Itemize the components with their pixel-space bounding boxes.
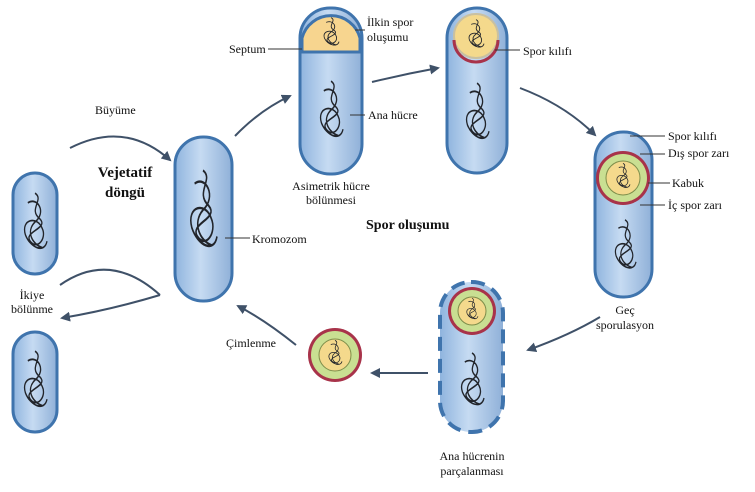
label-ana-hucre: Ana hücre bbox=[368, 108, 418, 122]
engulfment-cell bbox=[447, 8, 520, 173]
asymmetric-division-cell bbox=[268, 8, 365, 174]
label-gec-2: sporulasyon bbox=[585, 318, 665, 332]
label-asimetrik-1: Asimetrik hücre bbox=[271, 179, 391, 193]
label-asimetrik-2: bölünmesi bbox=[271, 193, 391, 207]
label-parcalanma-2: parçalanması bbox=[420, 464, 524, 478]
vegetative-cell-main bbox=[175, 137, 250, 301]
label-ilkin-2: oluşumu bbox=[367, 30, 408, 44]
label-dis-spor: Dış spor zarı bbox=[668, 146, 729, 160]
mother-cell-lysis bbox=[440, 282, 503, 432]
label-vejetatif-2: döngü bbox=[85, 184, 165, 203]
vegetative-cell-bottom bbox=[13, 332, 57, 432]
label-ikiye-1: İkiye bbox=[2, 288, 62, 302]
late-sporulation-cell bbox=[595, 132, 670, 297]
label-spor-olusumu: Spor oluşumu bbox=[366, 219, 449, 233]
label-septum: Septum bbox=[229, 42, 266, 56]
label-gec-1: Geç bbox=[585, 303, 665, 317]
label-ilkin-1: İlkin spor bbox=[367, 15, 413, 29]
label-kromozom: Kromozom bbox=[252, 232, 307, 246]
label-spor-kilifi-top: Spor kılıfı bbox=[523, 44, 572, 58]
label-parcalanma-1: Ana hücrenin bbox=[420, 449, 524, 463]
vegetative-cell-top bbox=[13, 173, 57, 274]
label-ic-spor: İç spor zarı bbox=[668, 198, 722, 212]
label-vejetatif-1: Vejetatif bbox=[85, 164, 165, 183]
free-spore bbox=[308, 328, 362, 382]
label-spor-kilifi-right: Spor kılıfı bbox=[668, 129, 717, 143]
label-ikiye-2: bölünme bbox=[2, 302, 62, 316]
label-buyume: Büyüme bbox=[95, 103, 136, 117]
label-kabuk: Kabuk bbox=[672, 176, 704, 190]
label-cimlenme: Çimlenme bbox=[226, 336, 276, 350]
